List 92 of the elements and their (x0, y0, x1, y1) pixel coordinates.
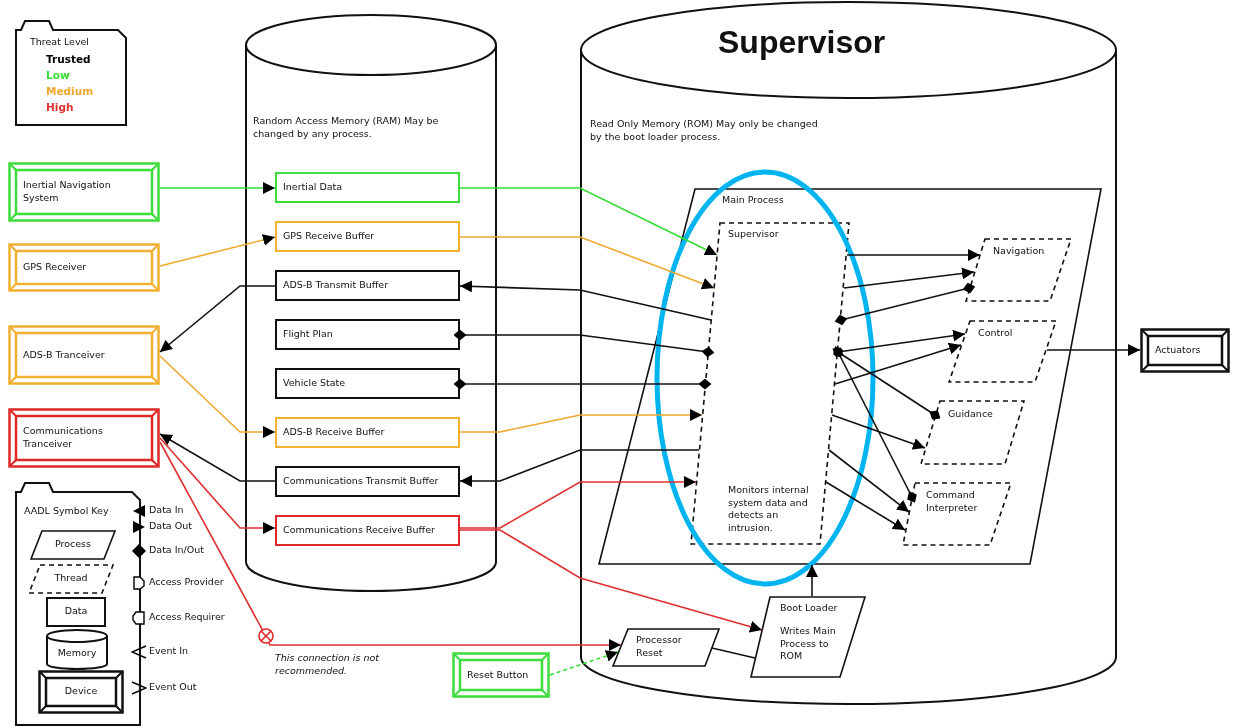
device-box (8, 408, 160, 468)
thread-parallelogram (965, 238, 1072, 302)
arrow (843, 267, 975, 289)
process-parallelogram (598, 188, 1102, 565)
node-label: GPS Receive Buffer (283, 230, 376, 243)
data-box (275, 221, 460, 252)
node-label: Command Interpreter (926, 489, 979, 515)
arrow (459, 449, 700, 487)
legend-label: Access Provider (149, 576, 224, 588)
process-parallelogram (750, 596, 866, 678)
arrow (825, 481, 906, 531)
data-box (275, 515, 460, 546)
legend-label: High (46, 101, 74, 114)
legend-label: Trusted (46, 53, 91, 66)
node-label: Navigation (993, 245, 1046, 258)
arrow (159, 441, 622, 651)
arrow (831, 414, 926, 450)
legend-label: Event In (149, 645, 189, 657)
arrow (1046, 344, 1141, 356)
node-description: Writes Main Process to ROM (780, 624, 837, 664)
arrow (459, 280, 712, 321)
legend-label: Data In (149, 504, 184, 516)
title: Supervisor (718, 24, 886, 61)
arrow (459, 236, 715, 290)
node-label: Flight Plan (283, 328, 334, 341)
arrow (806, 564, 818, 597)
thread-parallelogram (948, 320, 1057, 383)
legend-label: Thread (53, 572, 89, 584)
data-box (275, 172, 460, 203)
legend-label: Data (63, 605, 89, 617)
device-box (8, 243, 160, 292)
thread-parallelogram (690, 222, 850, 545)
arrow (459, 187, 718, 256)
legend-label: Data Out (149, 520, 192, 532)
data-box (275, 270, 460, 301)
legend-label: Access Requirer (149, 611, 225, 623)
node-label: Supervisor (728, 228, 780, 241)
node-label: ADS-B Transmit Buffer (283, 279, 390, 292)
device-box (8, 325, 160, 385)
legend-label: Event Out (149, 681, 197, 693)
legend-title: AADL Symbol Key (24, 505, 109, 517)
device-box (1140, 328, 1230, 373)
legend-label: Medium (46, 85, 94, 98)
node-label: Reset Button (467, 668, 530, 682)
data-box (275, 319, 460, 350)
arrow (459, 476, 697, 529)
arrow (159, 355, 276, 438)
dashed-arrow (549, 650, 619, 676)
node-label: Communications Receive Buffer (283, 524, 436, 537)
node-label: Guidance (948, 408, 994, 421)
legend-label: Data In/Out (149, 544, 204, 556)
node-label: Random Access Memory (RAM) May be changed by any process. (253, 115, 440, 141)
arrow (159, 433, 276, 482)
thread-parallelogram (920, 400, 1025, 465)
memory-cylinder (245, 15, 497, 592)
node-label: ADS-B Tranceiver (23, 348, 106, 362)
device-box (452, 652, 550, 698)
legend-label: Device (63, 685, 99, 697)
node-label: Actuators (1155, 344, 1202, 357)
node-label: Communications Transmit Buffer (283, 475, 440, 488)
legend-label: Process (53, 538, 92, 550)
data-box (275, 466, 460, 497)
arrow (459, 529, 763, 633)
node-label: Communications Tranceiver (23, 425, 104, 451)
arrow (159, 182, 276, 194)
node-label: Inertial Data (283, 181, 344, 194)
device-box (8, 162, 160, 222)
arrow (834, 342, 962, 385)
thread-parallelogram (902, 482, 1012, 546)
arrow (159, 285, 276, 353)
arrow (159, 234, 276, 267)
arrow (828, 449, 910, 513)
arrow (846, 249, 981, 261)
node-label: ADS-B Receive Buffer (283, 426, 386, 439)
node-label: GPS Receiver (23, 261, 88, 274)
legend-label: Memory (56, 647, 98, 659)
legend-title: Threat Level (30, 36, 89, 48)
arrow (159, 437, 276, 534)
node-label: Inertial Navigation System (23, 179, 112, 205)
node-label: Main Process (722, 194, 785, 207)
legend-label: Low (46, 69, 70, 82)
node-label: Control (978, 327, 1014, 340)
arrow (459, 409, 703, 433)
data-box (275, 417, 460, 448)
data-box (275, 368, 460, 399)
node-label: Vehicle State (283, 377, 347, 390)
node-label: Boot Loader (780, 602, 839, 615)
node-label: Read Only Memory (ROM) May only be changed by the boot loader process. (590, 118, 819, 144)
memory-cylinder (580, 2, 1117, 705)
connector-line (711, 647, 756, 659)
node-label: Processor Reset (636, 634, 683, 660)
node-description: Monitors internal system data and detects an intrusion. (728, 483, 810, 535)
